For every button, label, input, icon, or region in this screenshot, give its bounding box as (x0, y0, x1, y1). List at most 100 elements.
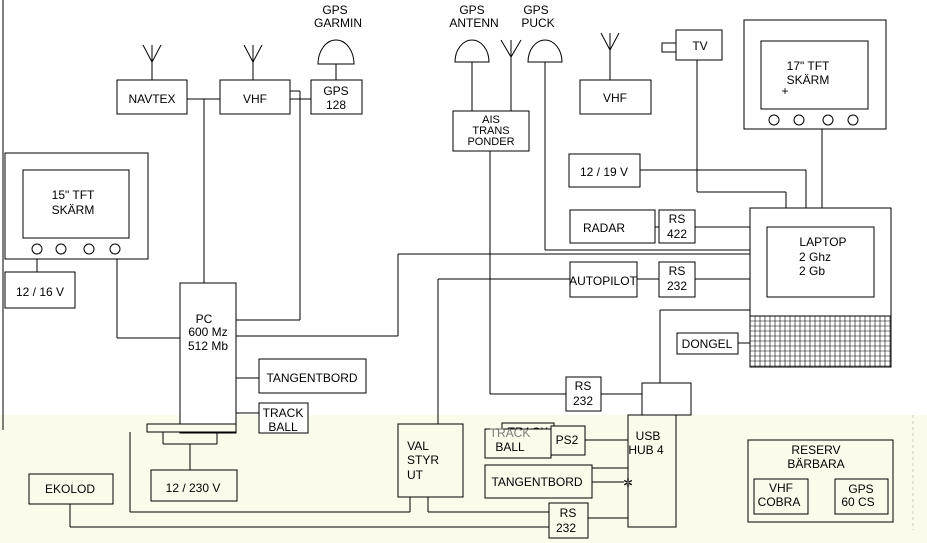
svg-text:2 Gb: 2 Gb (799, 264, 825, 278)
trackball-low-box: TRACK BALL (484, 426, 552, 459)
antenna-icon (243, 44, 263, 64)
laptop: LAPTOP 2 Ghz 2 Gb (749, 207, 892, 368)
svg-text:512 Mb: 512 Mb (188, 339, 228, 353)
svg-text:GPS: GPS (323, 84, 348, 98)
svg-text:SKÄRM: SKÄRM (52, 203, 95, 217)
pc-box: PC 600 Mz 512 Mb (179, 282, 237, 434)
svg-text:EKOLOD: EKOLOD (45, 482, 95, 496)
svg-text:600 Mz: 600 Mz (188, 325, 227, 339)
svg-text:TANGENTBORD: TANGENTBORD (266, 371, 357, 385)
svg-text:RS: RS (669, 212, 686, 226)
svg-text:60 CS: 60 CS (841, 495, 874, 509)
svg-text:BALL: BALL (495, 440, 525, 454)
gps-garmin-label: GARMIN (314, 16, 362, 30)
usb-hub-box-top (641, 382, 692, 416)
gps-garmin-label: GPS (322, 3, 347, 17)
svg-text:232: 232 (667, 279, 687, 293)
vhf-right-box: VHF (579, 79, 652, 115)
svg-text:232: 232 (556, 521, 576, 535)
ps2-box: PS2 (550, 425, 586, 456)
svg-text:RS: RS (669, 264, 686, 278)
dongel-box: DONGEL (676, 332, 739, 355)
radar-box: RADAR (569, 209, 656, 244)
rs232-mid-box: RS 232 (565, 376, 602, 412)
svg-text:NAVTEX: NAVTEX (128, 92, 175, 106)
usb-hub-box: USB HUB 4 (627, 414, 677, 528)
svg-text:VHF: VHF (769, 481, 793, 495)
rs232-autopilot-box: RS 232 (658, 261, 696, 298)
svg-text:VAL: VAL (407, 439, 429, 453)
gps-antenn-label: ANTENN (449, 16, 498, 30)
svg-text:USB: USB (636, 429, 661, 443)
svg-text:+: + (781, 84, 788, 98)
tangentbord-pc-box: TANGENTBORD (258, 358, 367, 394)
pc-base-box (146, 423, 237, 433)
navtex-box: NAVTEX (116, 79, 188, 115)
autopilot-box: AUTOPILOT (569, 261, 638, 298)
svg-text:128: 128 (326, 98, 346, 112)
gps-128-box: GPS 128 (310, 79, 363, 115)
antenna-icon (500, 39, 522, 58)
gps-puck-label: PUCK (521, 16, 554, 30)
ais-transponder-box: AIS TRANS PONDER (452, 110, 530, 152)
svg-text:RS: RS (560, 506, 577, 520)
svg-text:HUB 4: HUB 4 (628, 443, 664, 457)
svg-text:RS: RS (575, 379, 592, 393)
svg-text:VHF: VHF (243, 92, 267, 106)
svg-text:GPS: GPS (848, 482, 873, 496)
svg-text:TRACK: TRACK (490, 426, 531, 440)
svg-text:17" TFT: 17" TFT (787, 59, 830, 73)
trackball-pc-box: TRACK BALL (258, 402, 309, 434)
svg-text:PC: PC (196, 312, 213, 326)
reserv-barbara-box: RESERV BÄRBARA VHF COBRA GPS 60 CS (747, 439, 894, 523)
svg-text:AIS: AIS (482, 114, 500, 126)
svg-text:PONDER: PONDER (467, 136, 514, 148)
svg-text:STYR: STYR (407, 453, 439, 467)
svg-text:15" TFT: 15" TFT (52, 188, 95, 202)
svg-text:BALL: BALL (268, 420, 298, 434)
gps-antenn-label: GPS (459, 3, 484, 17)
tangentbord-low-box: TANGENTBORD (484, 464, 593, 499)
junction-marker: ✲ (623, 476, 633, 490)
v12-16-box: 12 / 16 V (4, 271, 76, 309)
gps-puck-dome-icon (527, 39, 563, 63)
svg-text:TRANS: TRANS (472, 125, 509, 137)
laptop-keyboard-grid (750, 316, 891, 367)
svg-text:TRACK: TRACK (263, 406, 304, 420)
v12-19-box: 12 / 19 V (568, 153, 641, 188)
gps-antenn-dome-icon (454, 39, 490, 63)
gps-garmin-dome-icon (317, 39, 355, 65)
svg-text:RESERV: RESERV (791, 443, 840, 457)
antenna-icon (142, 44, 162, 64)
rs232-bottom-box: RS 232 (548, 502, 589, 539)
svg-text:2 Ghz: 2 Ghz (799, 250, 831, 264)
ekolod-box: EKOLOD (28, 473, 114, 505)
svg-text:UT: UT (407, 468, 424, 482)
svg-text:COBRA: COBRA (758, 495, 801, 509)
rs422-box: RS 422 (658, 209, 696, 244)
svg-text:PS2: PS2 (556, 433, 579, 447)
svg-text:TANGENTBORD: TANGENTBORD (491, 475, 582, 489)
svg-text:12 / 230 V: 12 / 230 V (166, 481, 221, 495)
svg-text:TV: TV (692, 39, 707, 53)
svg-text:VHF: VHF (603, 91, 627, 105)
vhf-top-box: VHF (219, 79, 291, 115)
svg-text:BÄRBARA: BÄRBARA (787, 457, 844, 471)
svg-text:12 / 16 V: 12 / 16 V (16, 285, 64, 299)
svg-text:RADAR: RADAR (583, 221, 625, 235)
tft15-monitor: 15" TFT SKÄRM (4, 152, 149, 260)
svg-text:DONGEL: DONGEL (682, 337, 733, 351)
svg-text:12 / 19 V: 12 / 19 V (580, 165, 628, 179)
tft17-monitor: 17" TFT SKÄRM + (743, 19, 887, 130)
gps-puck-label: GPS (523, 3, 548, 17)
valstyrut-box: VAL STYR UT (397, 423, 464, 498)
v12-230-box: 12 / 230 V (150, 469, 238, 502)
svg-text:LAPTOP: LAPTOP (799, 235, 846, 249)
antenna-icon (600, 32, 620, 60)
svg-text:422: 422 (667, 227, 687, 241)
svg-text:AUTOPILOT: AUTOPILOT (569, 274, 637, 288)
svg-text:232: 232 (573, 394, 593, 408)
svg-text:SKÄRM: SKÄRM (787, 73, 830, 87)
tv-box: TV (661, 29, 723, 61)
